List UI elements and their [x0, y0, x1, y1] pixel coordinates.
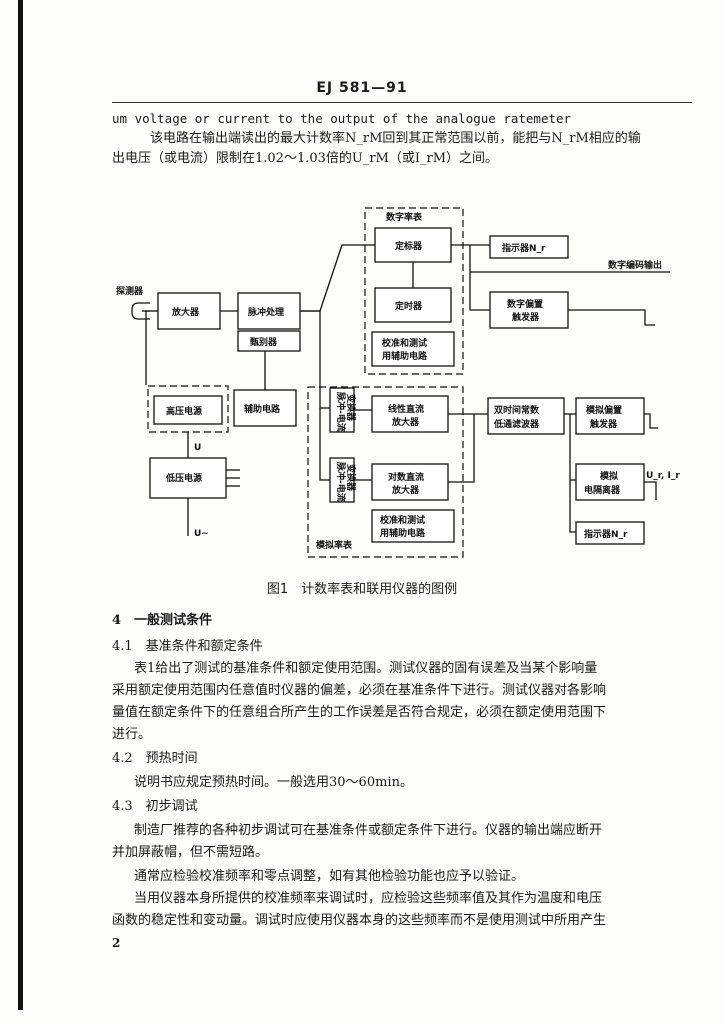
linear-amp-label-1: 线性直流 — [388, 403, 424, 415]
hv-supply-label: 高压电源 — [166, 405, 202, 417]
page-header: EJ 581—91 — [316, 80, 408, 96]
section-4-3-line-5: 函数的稳定性和变动量。调试时应使用仪器本身的这些频率而不是使用测试中所用产生 — [112, 913, 607, 928]
section-4-2-heading: 4.2 预热时间 — [112, 751, 198, 766]
amplifier-label: 放大器 — [171, 306, 200, 318]
discriminator-label: 甄别器 — [250, 336, 278, 348]
converter-1-label-2: 变换器 — [345, 394, 357, 422]
log-amp-label-1: 对数直流 — [388, 471, 424, 483]
intro-line-3: 出电压（或电流）限制在1.02～1.03倍的U_rM（或I_rM）之间。 — [112, 151, 499, 166]
analog-alarm-label-1: 模拟偏置 — [586, 404, 622, 416]
section-4-1-heading: 4.1 基准条件和额定条件 — [112, 639, 263, 654]
converter-2-label-2: 变换器 — [345, 464, 357, 492]
pulse-processing-label: 脉冲处理 — [247, 306, 284, 318]
log-amp-label-2: 放大器 — [391, 484, 420, 496]
isolator-label-1: 模拟 — [600, 470, 618, 482]
intro-line-1: um voltage or current to the output of t… — [112, 111, 572, 126]
analog-isolator-box — [575, 463, 645, 501]
intro-line-2: 该电路在输出端读出的最大计数率N_rM回到其正常范围以前，能把与N_rM相应的输 — [150, 131, 641, 146]
section-4-1-line-1: 表1给出了测试的基准条件和额定使用范围。测试仪器的固有误差及当某个影响量 — [134, 661, 598, 676]
binding-edge — [18, 0, 23, 1010]
digital-indicator-box — [489, 235, 569, 259]
filter-label-1: 双时间常数 — [494, 404, 540, 416]
page-number: 2 — [112, 936, 121, 950]
analog-alarm-label-2: 触发器 — [589, 418, 618, 430]
section-4-2-line-1: 说明书应规定预热时间。一般选用30～60min。 — [134, 775, 413, 790]
probe-symbol — [131, 302, 150, 320]
analog-calibration-box — [371, 509, 455, 543]
lv-supply-box — [149, 457, 227, 499]
scaler-label: 定标器 — [394, 240, 423, 252]
analog-calibration-label-2: 用辅助电路 — [379, 527, 426, 539]
lowpass-filter-box — [487, 397, 565, 435]
hv-supply-box — [153, 395, 223, 425]
digital-alarm-label-1: 数字偏置 — [507, 298, 543, 310]
section-4-heading: 4 一般测试条件 — [112, 613, 213, 628]
analog-output-label: U_r, I_r — [646, 471, 680, 481]
aux-circuit-label: 辅助电路 — [244, 403, 281, 415]
log-dc-amplifier-box — [371, 463, 449, 501]
digital-calibration-label-1: 校准和测试 — [382, 337, 427, 349]
analog-alarm-box — [575, 397, 645, 435]
converter-2-label-1: 脉冲-电流 — [335, 461, 347, 502]
digital-output-label: 数字编码输出 — [608, 259, 662, 271]
digital-group-label: 数字率表 — [386, 211, 423, 223]
section-4-1-line-2: 采用额定使用范围内任意值时仪器的偏差，必须在基准条件下进行。测试仪器对各影响 — [112, 683, 607, 698]
analog-indicator-box — [575, 521, 645, 545]
digital-alarm-box — [489, 291, 569, 329]
section-4-3-line-4: 当用仪器本身所提供的校准频率来调试时，应检验这些频率值及其作为温度和电压 — [134, 891, 603, 906]
analog-ratemeter-group — [307, 386, 464, 558]
digital-calibration-label-2: 用辅助电路 — [381, 350, 428, 362]
section-4-1-line-3: 量值在额定条件下的任意组合所产生的工作误差是否符合规定，必须在额定使用范围下 — [112, 705, 607, 720]
amplifier-box — [157, 292, 221, 330]
analog-group-label: 模拟率表 — [316, 539, 353, 551]
figure-caption: 图1 计数率表和联用仪器的图例 — [266, 582, 458, 597]
pulse-current-converter-1 — [329, 387, 355, 433]
pulse-processing-box — [237, 292, 301, 330]
converter-1-label-1: 脉冲-电流 — [335, 391, 347, 432]
discriminator-box — [237, 330, 301, 352]
section-4-3-heading: 4.3 初步调试 — [112, 799, 198, 814]
linear-dc-amplifier-box — [371, 395, 449, 433]
isolator-label-2: 电隔离器 — [584, 484, 621, 496]
lv-supply-label: 低压电源 — [165, 472, 202, 484]
digital-indicator-label: 指示器N_r — [502, 242, 546, 254]
pulse-current-converter-2 — [329, 457, 355, 503]
digital-ratemeter-group — [364, 207, 464, 375]
digital-calibration-box — [371, 331, 455, 367]
section-4-3-line-1: 制造厂推荐的各种初步调试可在基准条件或额定条件下进行。仪器的输出端应断开 — [134, 823, 603, 838]
digital-alarm-label-2: 触发器 — [511, 311, 540, 323]
linear-amp-label-2: 放大器 — [391, 416, 420, 428]
voltage-u-label: U — [194, 443, 201, 453]
section-4-3-line-2: 并加屏蔽帽，但不需短路。 — [112, 845, 269, 860]
analog-calibration-label-1: 校准和测试 — [380, 514, 425, 526]
section-4-3-line-3: 通常应检验校准频率和零点调整，如有其他检验功能也应予以验证。 — [134, 869, 525, 884]
probe-label: 探测器 — [116, 285, 144, 297]
timer-label: 定时器 — [394, 300, 423, 312]
block-diagram: 数字率表 模拟率表 探测器 放大器 脉冲处理 甄别器 定标器 定时器 校准和测试… — [116, 207, 680, 558]
header-rule — [112, 102, 692, 103]
ac-input-label: U~ — [194, 529, 209, 539]
section-4-1-line-4: 进行。 — [112, 727, 152, 742]
analog-indicator-label: 指示器N_r — [584, 528, 628, 540]
filter-label-2: 低通滤波器 — [493, 418, 540, 430]
